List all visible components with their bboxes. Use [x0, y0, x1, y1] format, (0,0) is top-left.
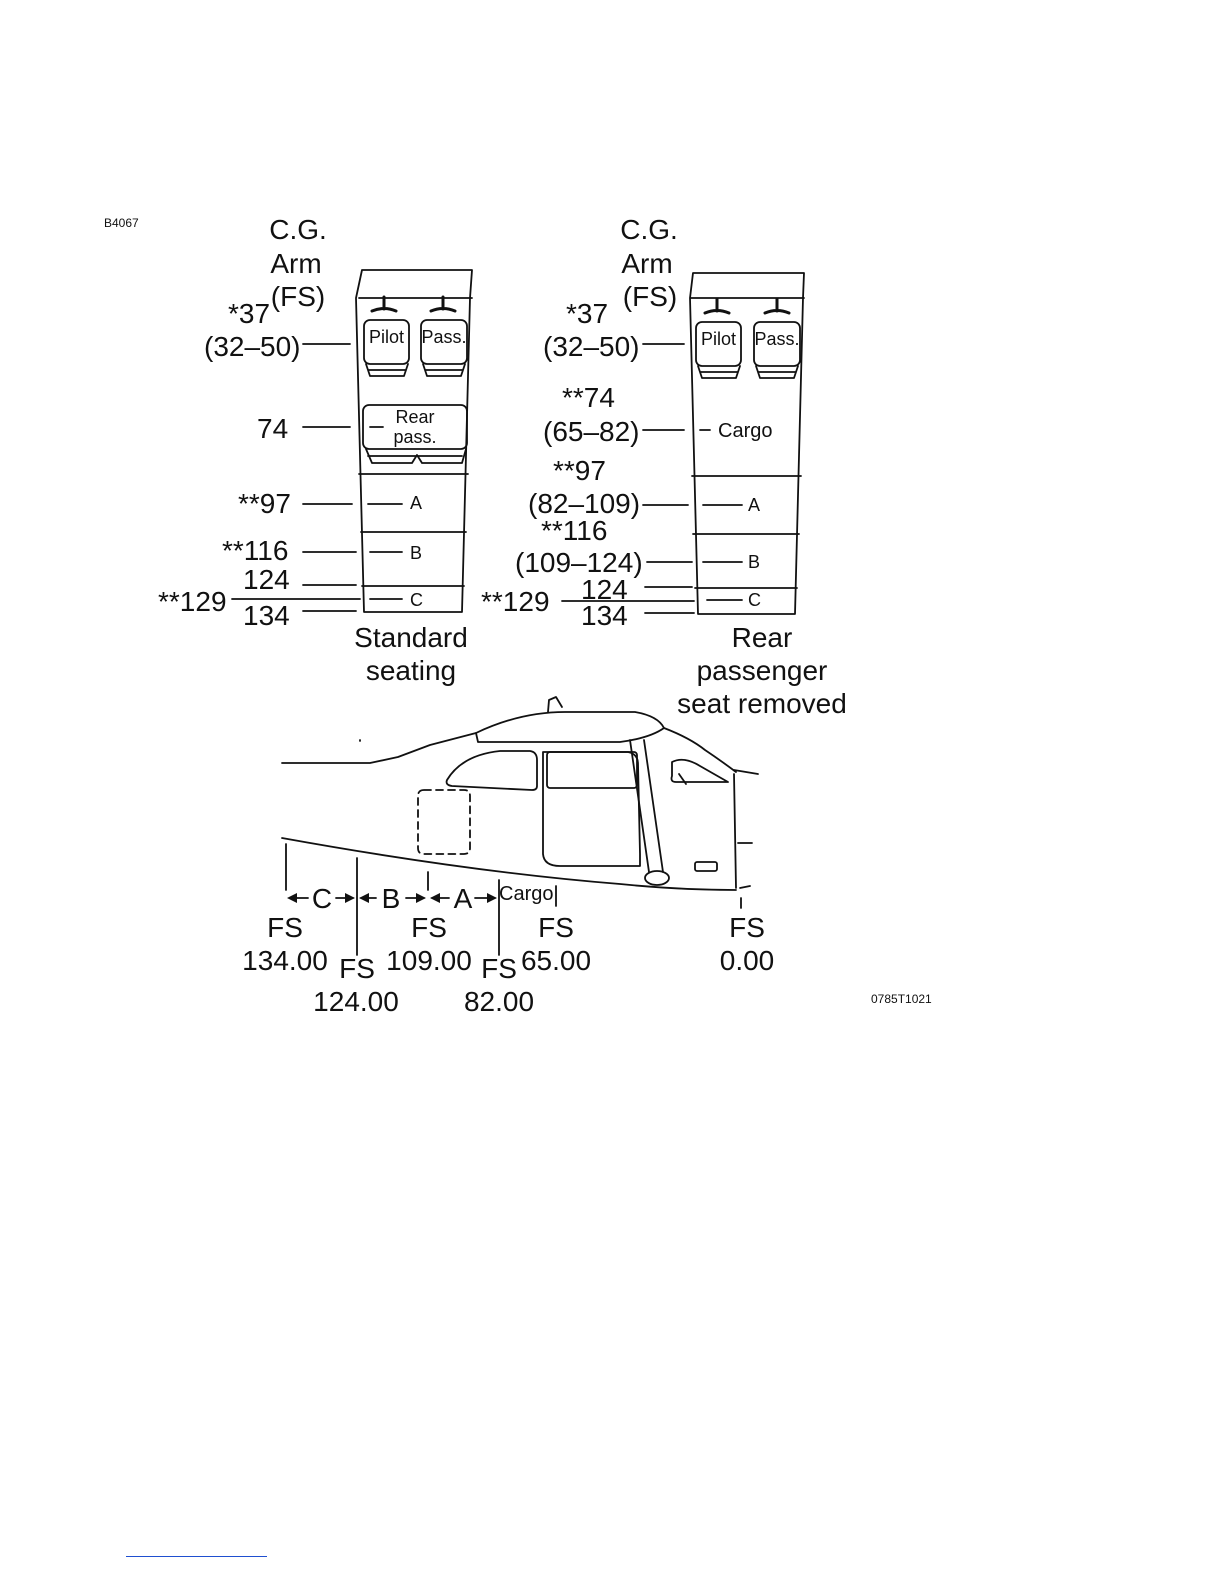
rear-window — [445, 750, 538, 791]
left-arm-pilot: *37 — [228, 298, 271, 329]
left-zone-a: A — [410, 493, 423, 513]
left-header-fs: (FS) — [270, 281, 326, 312]
left-header-cg: C.G. — [269, 214, 327, 245]
cabin-door — [542, 751, 641, 867]
right-header-arm: Arm — [621, 248, 673, 279]
fs-0-label: FS — [729, 912, 765, 943]
right-arm-pilot: *37 — [566, 298, 609, 329]
left-arm-pilot-range: (32–50) — [204, 331, 301, 362]
left-plan-view — [231, 269, 473, 613]
right-header-fs: (FS) — [622, 281, 678, 312]
right-caption-1: Rear — [731, 622, 793, 653]
fs-134-label: FS — [267, 912, 303, 943]
right-pilot-seat — [695, 321, 742, 367]
fs-0-value: 0.00 — [719, 945, 775, 976]
right-fuselage-outline — [689, 272, 805, 615]
left-arm-a: **97 — [238, 488, 291, 519]
right-seat-pilot-label: Pilot — [700, 329, 736, 349]
fs-109-value: 109.00 — [386, 945, 472, 976]
left-rear-seat — [362, 404, 468, 450]
left-pilot-anchor-icon — [370, 295, 398, 313]
right-station-134: 134 — [581, 600, 628, 631]
left-seat-pass-label: Pass. — [421, 327, 467, 347]
right-arm-a: **97 — [553, 455, 606, 486]
right-header-cg: C.G. — [620, 214, 678, 245]
left-station-134: 134 — [243, 600, 290, 631]
right-arm-cargo-range: (65–82) — [543, 416, 640, 447]
side-zone-c: C — [311, 883, 333, 914]
right-station-124: 124 — [581, 574, 628, 605]
left-zone-b: B — [410, 543, 423, 563]
wing-strut — [629, 739, 664, 873]
right-caption-2: passenger — [696, 655, 828, 686]
left-rear-seat-label-2: pass. — [393, 427, 437, 447]
right-arm-cargo: **74 — [562, 382, 615, 413]
aircraft-side-view — [281, 696, 759, 956]
fs-134-value: 134.00 — [242, 945, 328, 976]
fs-82-value: 82.00 — [463, 986, 535, 1017]
left-pilot-seat — [363, 319, 410, 365]
fs-124-value: 124.00 — [313, 986, 399, 1017]
door-handle — [694, 861, 718, 872]
right-seat-pass-label: Pass. — [754, 329, 800, 349]
left-pass-seat — [420, 319, 468, 365]
fs-65-value: 65.00 — [520, 945, 592, 976]
left-arm-rear: 74 — [257, 413, 289, 444]
left-arm-c: **129 — [158, 586, 227, 617]
wing-outline — [475, 711, 665, 743]
right-zone-a: A — [748, 495, 761, 515]
left-seat-pilot-label: Pilot — [368, 327, 404, 347]
right-arm-b: **116 — [541, 515, 608, 546]
left-caption-2: seating — [365, 655, 457, 686]
fs-82-label: FS — [481, 953, 517, 984]
right-caption-3: seat removed — [677, 688, 847, 719]
door-window — [546, 751, 638, 789]
right-arm-a-range: (82–109) — [528, 488, 641, 519]
right-arm-c: **129 — [481, 586, 550, 617]
side-zone-a: A — [453, 883, 473, 914]
right-pilot-anchor-icon — [703, 297, 731, 315]
footer-rule — [126, 1556, 267, 1557]
left-fuselage-outline — [355, 269, 473, 613]
right-zone-c: C — [748, 590, 761, 610]
right-zone-b: B — [748, 552, 761, 572]
left-station-124: 124 — [243, 564, 290, 595]
right-arm-b-range: (109–124) — [515, 547, 643, 578]
left-rear-seat-label-1: Rear — [395, 407, 435, 427]
right-zone-cargo: Cargo — [718, 420, 773, 442]
left-header-arm: Arm — [270, 248, 322, 279]
figure-code: B4067 — [104, 216, 139, 230]
left-zone-c: C — [410, 590, 423, 610]
right-pass-anchor-icon — [763, 297, 791, 315]
right-pass-seat — [753, 321, 801, 367]
fs-124-label: FS — [339, 953, 375, 984]
reference-code: 0785T1021 — [871, 992, 932, 1006]
fs-109-label: FS — [411, 912, 447, 943]
right-plan-view — [561, 272, 805, 615]
baggage-door — [417, 789, 471, 855]
left-pass-anchor-icon — [429, 295, 457, 313]
side-zone-cargo: Cargo — [499, 883, 554, 905]
side-zone-b: B — [381, 883, 401, 914]
right-arm-pilot-range: (32–50) — [543, 331, 640, 362]
left-arm-b: **116 — [222, 535, 289, 566]
left-caption-1: Standard — [354, 622, 468, 653]
fs-65-label: FS — [538, 912, 574, 943]
